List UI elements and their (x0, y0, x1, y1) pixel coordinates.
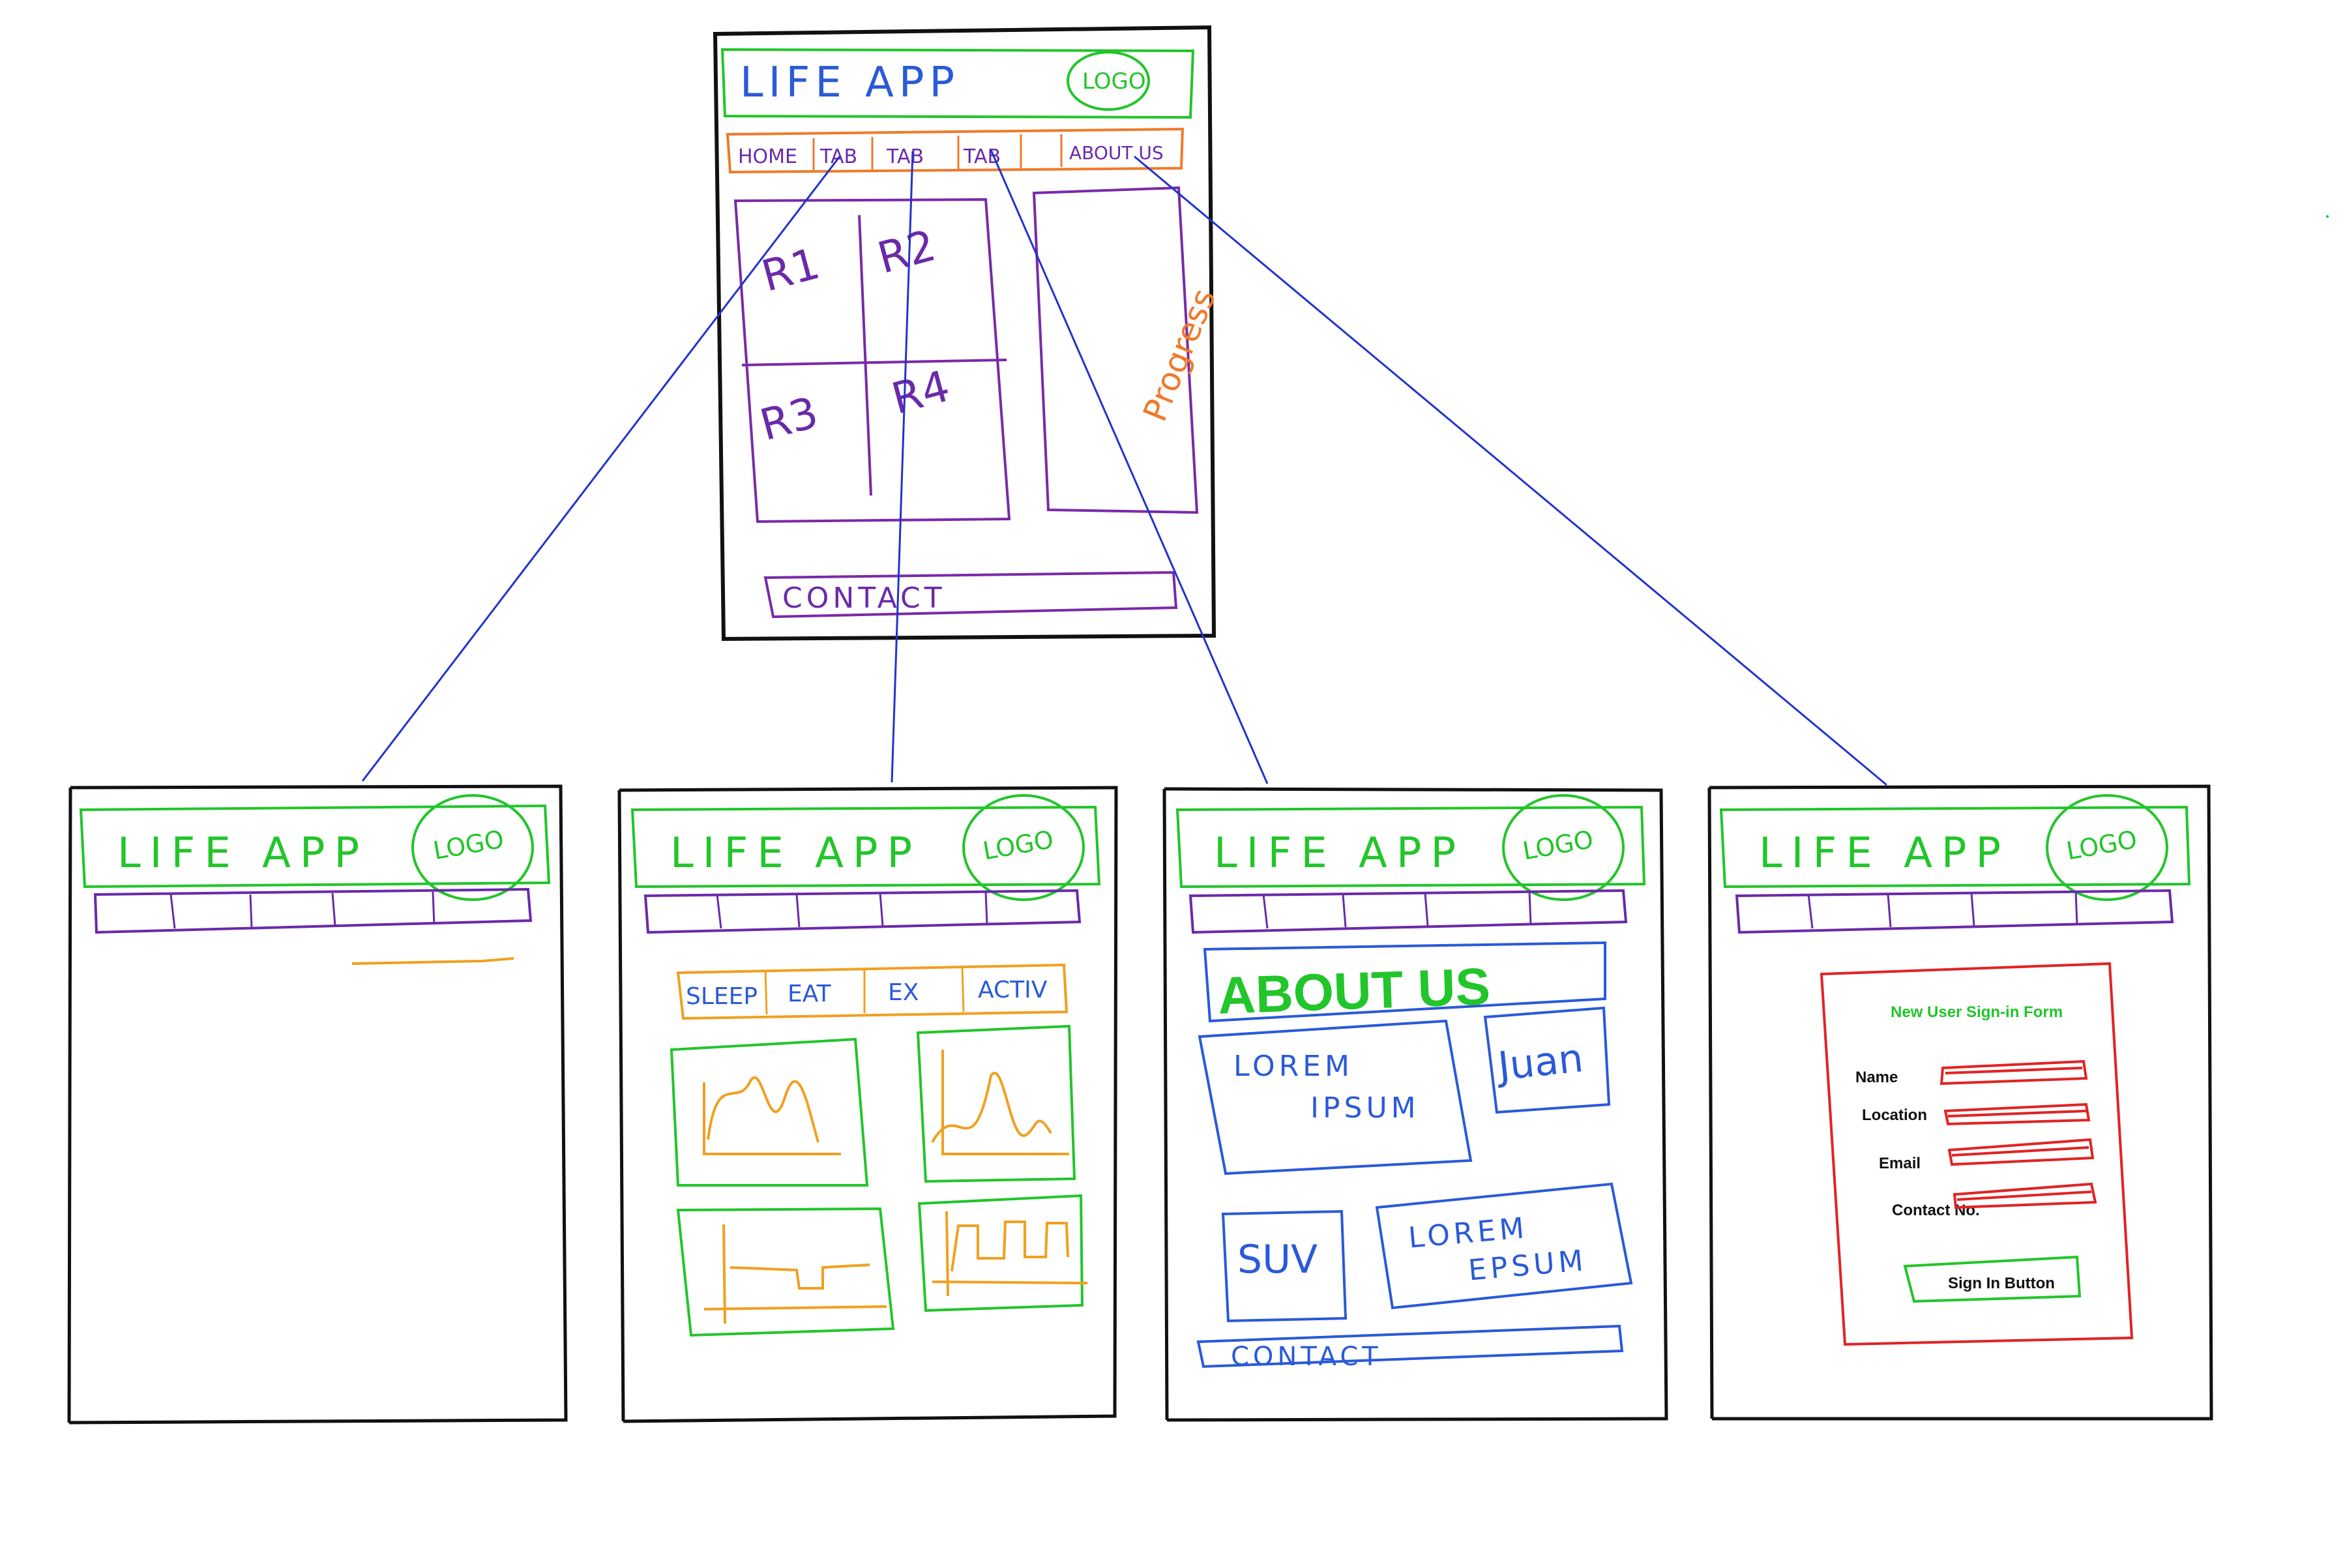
screen2-subtab-sleep[interactable]: SLEEP (686, 983, 758, 1010)
screen1-accent-line (351, 957, 514, 965)
screen2-chart-box-1 (670, 1037, 869, 1187)
screen4-logo (2046, 794, 2168, 901)
screen2-frame (619, 786, 1118, 1423)
screen4-field-contact-label: Contact No. (1892, 1202, 1980, 1219)
connectors (361, 149, 1887, 786)
screen1-frame (68, 784, 568, 1425)
screen4-field-email-label: Email (1879, 1155, 1921, 1172)
main-header (720, 48, 1195, 119)
main-tab-2[interactable]: TAB (886, 145, 924, 168)
main-tab-home[interactable]: HOME (738, 145, 797, 168)
screen4-frame (1709, 784, 2213, 1421)
screen-tab: LIFE APP LOGO SLEEP EAT EX ACTIV (617, 786, 1118, 1423)
screen4-logo-label: LOGO (2064, 825, 2139, 865)
screen3-title: LIFE APP (1214, 829, 1465, 878)
screen3-box2-label: Juan (1494, 1035, 1585, 1090)
screen4-nav (1735, 889, 2174, 934)
screen2-subtab-eat[interactable]: EAT (788, 981, 832, 1007)
main-cell-r4: R4 (887, 361, 955, 424)
main-tab-3[interactable]: TAB (963, 145, 1001, 168)
screen2-chart-1-sketch (703, 1076, 841, 1155)
screen4-form-title: New User Sign-in Form (1891, 1003, 2063, 1021)
screen2-logo-label: LOGO (981, 825, 1055, 865)
screen3-contact-label: CONTACT (1231, 1342, 1382, 1372)
screen3-box4-line2: EPSUM (1467, 1244, 1588, 1288)
screen3-heading: ABOUT US (1217, 957, 1492, 1025)
main-cell-r3: R3 (755, 387, 823, 451)
screen3-frame (1164, 787, 1668, 1422)
screen2-subtab-ex[interactable]: EX (888, 979, 919, 1006)
screen2-subtab-activ[interactable]: ACTIV (978, 977, 1048, 1003)
connector-tab (891, 151, 914, 783)
main-side-panel (1032, 186, 1199, 514)
main-grid-v (858, 214, 872, 496)
screen3-contact-box (1196, 1324, 1624, 1368)
screen3-logo-label: LOGO (1520, 825, 1595, 865)
screen1-logo-label: LOGO (431, 825, 506, 865)
main-logo-label: LOGO (1082, 68, 1146, 95)
screen1-nav (93, 887, 533, 934)
screen3-logo (1502, 794, 1625, 901)
main-tab-about[interactable]: ABOUT US (1069, 142, 1164, 164)
screen2-chart-2-sketch (931, 1050, 1069, 1155)
screen4-field-name-label: Name (1855, 1069, 1898, 1086)
screen3-box-3 (1221, 1209, 1348, 1323)
screen4-form-box (1820, 962, 2134, 1346)
screen4-field-contact-input[interactable] (1953, 1182, 2097, 1209)
screen2-nav (643, 889, 1082, 934)
screen4-field-location-input[interactable] (1943, 1102, 2091, 1126)
screen4-field-email-input[interactable] (1947, 1138, 2095, 1166)
main-nav-dividers (812, 134, 1063, 171)
main-logo (1067, 51, 1150, 111)
main-cell-r2: R2 (872, 220, 941, 284)
screen3-heading-box (1203, 941, 1606, 1023)
main-grid (733, 198, 1011, 524)
main-contact (763, 570, 1178, 619)
main-cell-r1: R1 (756, 238, 825, 301)
screen1-logo (411, 794, 534, 901)
main-frame (713, 25, 1217, 642)
screen2-chart-box-4 (917, 1194, 1084, 1312)
main-app-title: LIFE APP (740, 59, 960, 107)
screen4-signin-button[interactable] (1903, 1255, 2082, 1303)
screen4-title: LIFE APP (1759, 829, 2010, 878)
screen-signin: LIFE APP LOGO New User Sign-in Form Name… (1707, 784, 2213, 1421)
screen2-title: LIFE APP (670, 829, 921, 878)
screen2-header (630, 805, 1101, 889)
screen4-header (1719, 805, 2191, 889)
screen-about: LIFE APP LOGO ABOUT US LOREM IPSUM Juan … (1162, 787, 1668, 1422)
screen1-title: LIFE APP (117, 829, 368, 878)
screen2-logo (962, 794, 1085, 901)
screen3-box-1 (1198, 1019, 1473, 1176)
screen2-chart-4-sketch (932, 1211, 1088, 1297)
screen1-header (79, 804, 551, 889)
screen2-chart-3-sketch (703, 1224, 887, 1324)
screen2-chart-box-2 (916, 1024, 1076, 1183)
main-grid-h (741, 359, 1007, 366)
connector-tab-3 (990, 149, 1269, 784)
screen3-nav (1188, 889, 1628, 934)
screen-home: LIFE APP LOGO (67, 784, 568, 1425)
connector-about (1134, 155, 1887, 786)
screen4-signin-button-label[interactable]: Sign In Button (1948, 1275, 2055, 1292)
screen4-field-name-input[interactable] (1939, 1059, 2088, 1086)
screen3-box4-line1: LOREM (1407, 1211, 1529, 1255)
main-contact-label: CONTACT (782, 582, 946, 615)
stray-dot (2326, 215, 2329, 218)
screen3-box-4 (1375, 1182, 1633, 1310)
screen3-box3-label: SUV (1237, 1237, 1318, 1282)
screen3-box1-line1: LOREM (1233, 1050, 1353, 1083)
screen2-subtabs (676, 963, 1069, 1020)
screen2-chart-box-3 (676, 1207, 895, 1337)
main-wireframe: LIFE APP LOGO HOME TAB TAB TAB ABOUT US … (713, 25, 1223, 642)
screen4-field-location-label: Location (1862, 1106, 1927, 1124)
screen3-header (1175, 805, 1646, 889)
main-nav-bar (726, 127, 1185, 174)
connector-home (361, 156, 841, 782)
screen3-box1-line2: IPSUM (1310, 1091, 1420, 1125)
screen3-box-2 (1483, 1006, 1611, 1114)
